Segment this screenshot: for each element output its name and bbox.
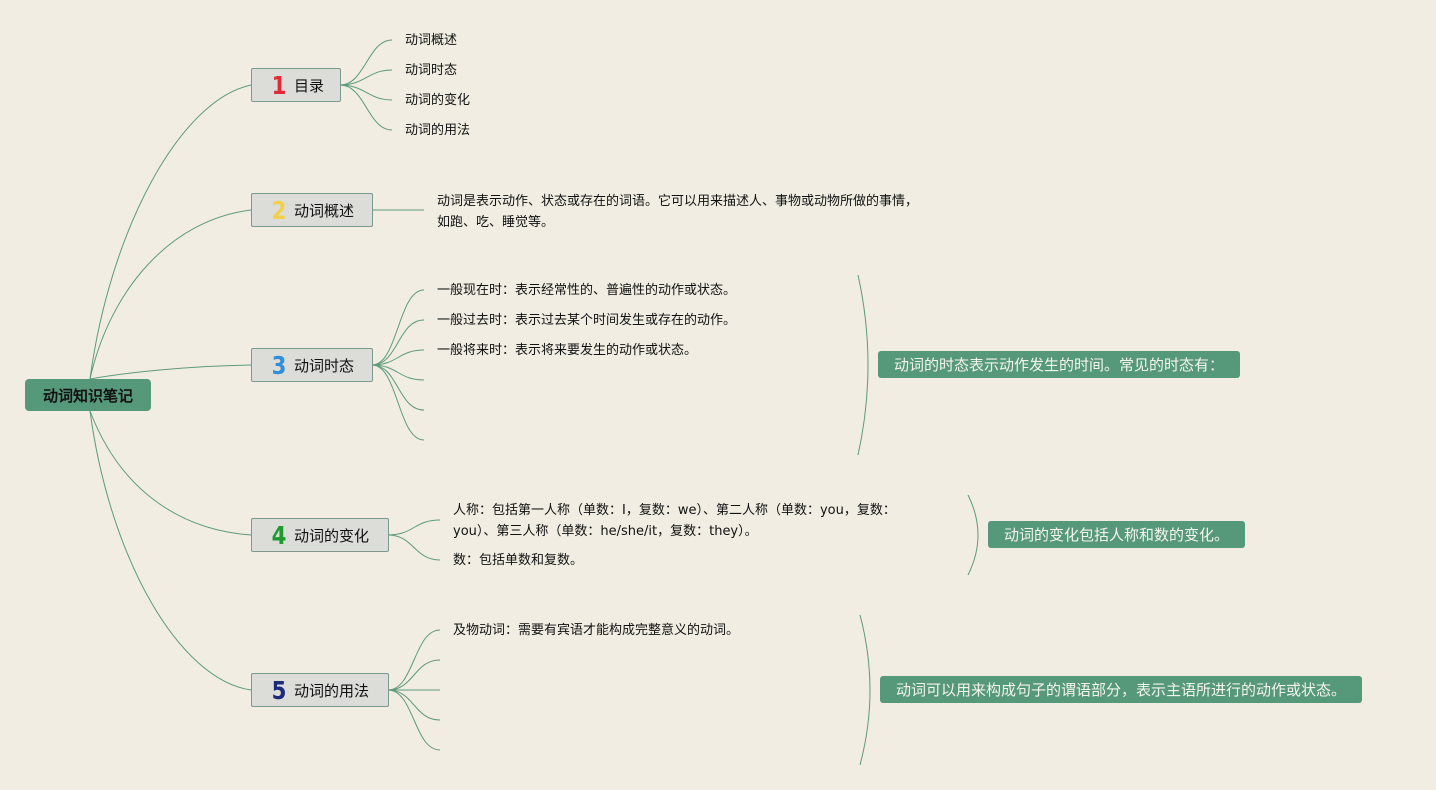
branch-node-3[interactable]: 3 动词时态	[251, 348, 373, 382]
branch-node-4[interactable]: 4 动词的变化	[251, 518, 389, 552]
change-summary[interactable]: 动词的变化包括人称和数的变化。	[988, 521, 1246, 548]
branch-node-5[interactable]: 5 动词的用法	[251, 673, 389, 707]
branch-node-2[interactable]: 2 动词概述	[251, 193, 373, 227]
summary-label: 动词的变化包括人称和数的变化。	[1004, 526, 1230, 544]
toc-item[interactable]: 动词的变化	[405, 93, 471, 108]
number-4-icon: 4	[271, 520, 287, 550]
overview-description[interactable]: 动词是表示动作、状态或存在的词语。它可以用来描述人、事物或动物所做的事情，如跑、…	[437, 194, 919, 230]
branch-label: 动词的用法	[294, 681, 370, 700]
usage-item[interactable]: 及物动词：需要有宾语才能构成完整意义的动词。	[453, 623, 740, 638]
branch-label: 目录	[294, 76, 325, 95]
root-label: 动词知识笔记	[42, 386, 133, 405]
change-item[interactable]: 人称：包括第一人称（单数：I，复数：we）、第二人称（单数：you，复数：you…	[453, 503, 896, 539]
toc-item[interactable]: 动词的用法	[405, 123, 471, 138]
tense-item[interactable]: 一般现在时：表示经常性的、普遍性的动作或状态。	[437, 283, 737, 298]
number-1-icon: 1	[271, 70, 287, 100]
summary-label: 动词的时态表示动作发生的时间。常见的时态有：	[894, 356, 1225, 374]
toc-item[interactable]: 动词时态	[405, 63, 458, 78]
number-3-icon: 3	[271, 350, 287, 380]
tense-summary[interactable]: 动词的时态表示动作发生的时间。常见的时态有：	[878, 351, 1241, 378]
usage-summary[interactable]: 动词可以用来构成句子的谓语部分，表示主语所进行的动作或状态。	[880, 676, 1363, 703]
root-node[interactable]: 动词知识笔记	[25, 379, 151, 411]
branch-label: 动词的变化	[294, 526, 370, 545]
number-5-icon: 5	[271, 675, 287, 705]
summary-label: 动词可以用来构成句子的谓语部分，表示主语所进行的动作或状态。	[896, 681, 1347, 699]
number-2-icon: 2	[271, 195, 287, 225]
branch-label: 动词概述	[294, 201, 355, 220]
change-item[interactable]: 数：包括单数和复数。	[453, 553, 584, 568]
tense-item[interactable]: 一般过去时：表示过去某个时间发生或存在的动作。	[437, 313, 737, 328]
branch-node-1[interactable]: 1 目录	[251, 68, 341, 102]
tense-item[interactable]: 一般将来时：表示将来要发生的动作或状态。	[437, 343, 698, 358]
branch-label: 动词时态	[294, 356, 355, 375]
toc-item[interactable]: 动词概述	[405, 33, 458, 48]
